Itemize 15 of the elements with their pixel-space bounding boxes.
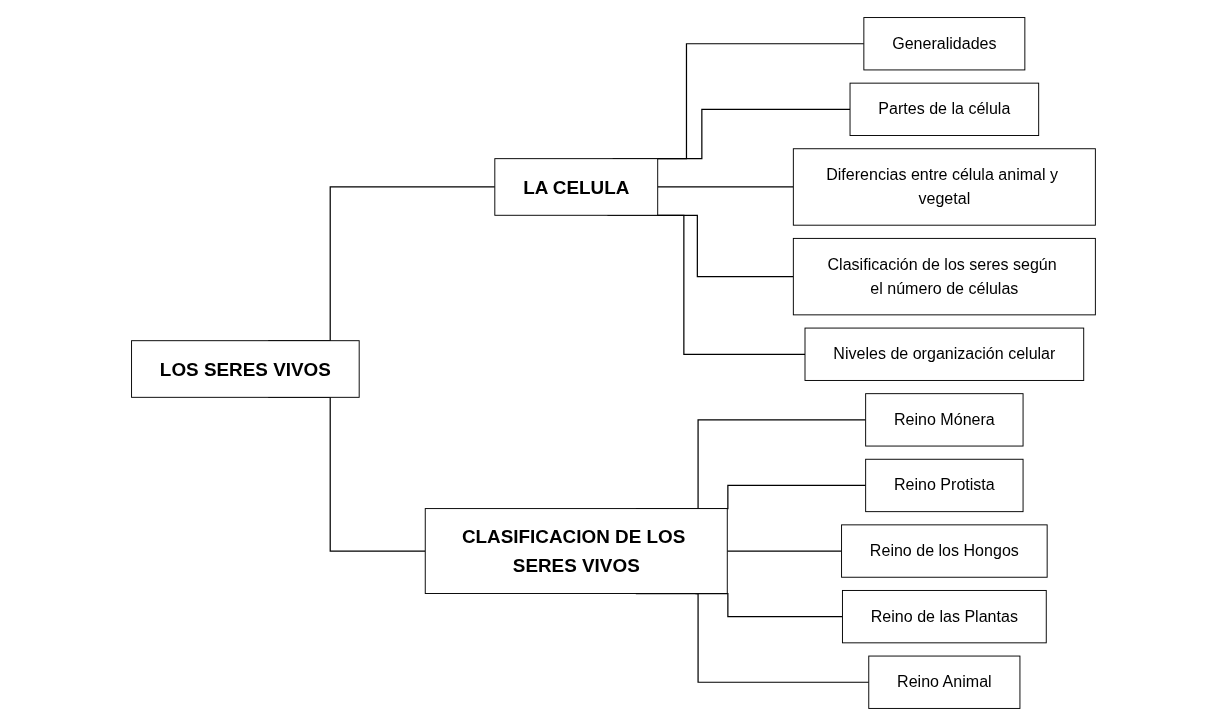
node-box: Generalidades (863, 17, 1026, 71)
node-box: Reino de los Hongos (841, 524, 1048, 578)
node-box: CLASIFICACION DE LOS SERES VIVOS (424, 508, 728, 594)
node-box: Clasificación de los seres según el número de células (792, 237, 1096, 316)
node-box: Partes de la célula (849, 82, 1040, 136)
connector (726, 550, 843, 552)
node-box: Reino Mónera (865, 393, 1024, 447)
node-box: Reino Protista (865, 458, 1024, 513)
node-box: Reino de las Plantas (842, 590, 1047, 644)
node-box: Niveles de organización celular (804, 327, 1085, 381)
node-box: Reino Animal (868, 655, 1021, 709)
node-box: Diferencias entre célula animal y vegetal (792, 148, 1096, 226)
node-box: LOS SERES VIVOS (131, 340, 360, 398)
node-box: LA CELULA (494, 158, 659, 216)
connector (657, 186, 794, 188)
